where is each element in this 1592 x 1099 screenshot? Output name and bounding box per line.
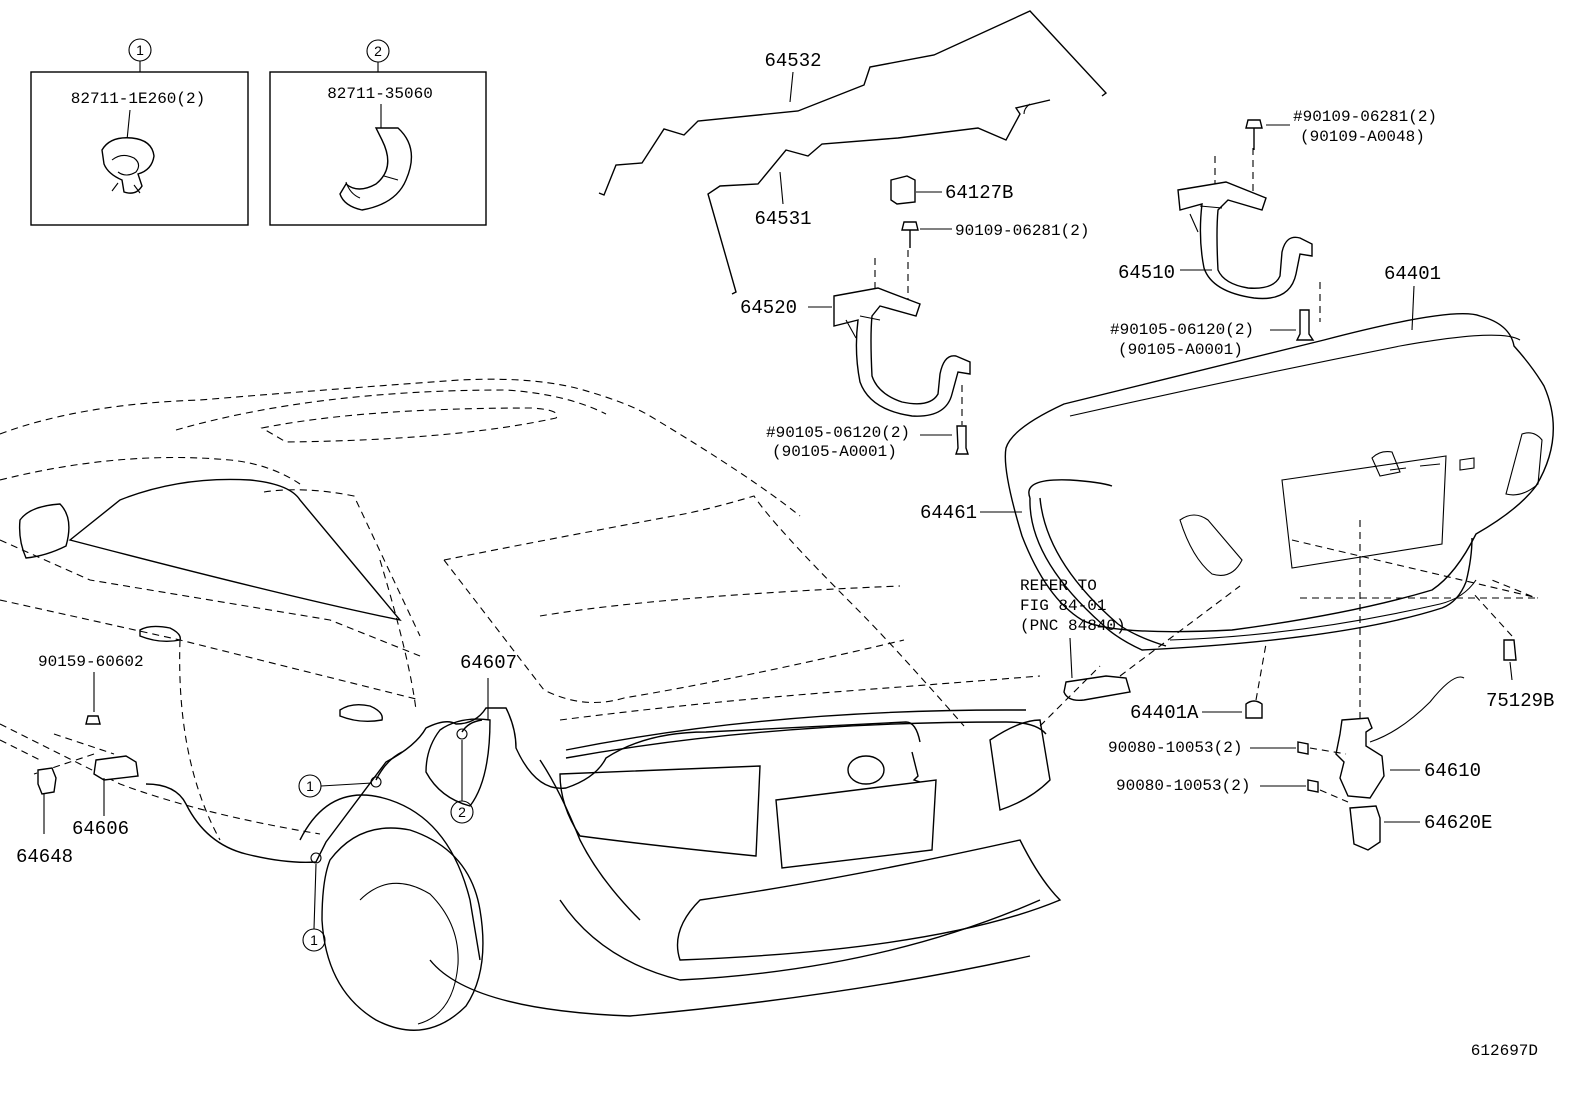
cushion-icon <box>1245 700 1263 719</box>
refer-line-3: (PNC 84840) <box>1020 617 1126 635</box>
hinge-64510: #90109-06281(2) (90109-A0048) 64510 #901… <box>1110 108 1437 359</box>
label-64607: 64607 <box>460 652 517 674</box>
label-64401A: 64401A <box>1130 702 1199 724</box>
rear-wheel <box>321 827 484 1031</box>
bolt-icon-90105-right <box>1295 309 1315 341</box>
rear-door-handle <box>339 703 383 723</box>
lock-assembly: 64610 64620E 90080-10053(2) 90080-10053(… <box>1108 520 1492 851</box>
label-64520: 64520 <box>740 297 797 319</box>
label-90109-06281: 90109-06281(2) <box>955 222 1089 240</box>
label-90109-06281-right: #90109-06281(2) <box>1293 108 1437 126</box>
label-90105-A0001-right: (90105-A0001) <box>1118 341 1243 359</box>
label-64648: 64648 <box>16 846 73 868</box>
label-90159-60602: 90159-60602 <box>38 653 144 671</box>
striker-icon-64620E <box>1349 805 1381 851</box>
callout-number-1: 1 <box>136 42 144 58</box>
label-64606: 64606 <box>72 818 129 840</box>
clip-icon-1 <box>101 137 155 194</box>
fuel-door <box>425 718 491 807</box>
bolt-icon <box>901 221 919 231</box>
stopper-icon <box>890 175 916 205</box>
cable-64607 <box>145 707 921 863</box>
bolt-90109-left: 90109-06281(2) <box>874 221 1089 300</box>
lock-icon-64610 <box>1335 717 1385 799</box>
refer-line-2: FIG 84-01 <box>1020 597 1106 615</box>
label-90105-06120-right: #90105-06120(2) <box>1110 321 1254 339</box>
plug-icon <box>1503 639 1517 661</box>
cable-64532 <box>598 10 1108 196</box>
side-mirror <box>18 503 70 559</box>
right-tail-light <box>989 719 1051 811</box>
label-90080-10053-b: 90080-10053(2) <box>1116 777 1250 795</box>
release-cables: 64532 64531 <box>598 10 1108 295</box>
bumpers: 64401A 75129B <box>1130 539 1554 724</box>
cable-64531 <box>707 99 1051 295</box>
label-64127B: 64127B <box>945 182 1013 204</box>
clip-box-1: 1 82711-1E260(2) <box>30 38 249 226</box>
clip-icon-2 <box>339 127 413 211</box>
label-75129B: 75129B <box>1486 690 1554 712</box>
refer-line-1: REFER TO <box>1020 577 1097 595</box>
callout-number-1-a: 1 <box>306 778 314 794</box>
car-body <box>0 378 1062 1031</box>
part-number-82711-1E260: 82711-1E260(2) <box>71 90 205 108</box>
label-90080-10053-a: 90080-10053(2) <box>1108 739 1242 757</box>
license-plate-area <box>775 779 937 869</box>
part-number-82711-35060: 82711-35060 <box>327 85 433 103</box>
front-door-handle <box>139 625 181 643</box>
label-90105-06120-left: #90105-06120(2) <box>766 424 910 442</box>
bolt-icon-90105-left <box>955 425 969 455</box>
opener-cable-assembly: 64607 1 2 1 64606 90159-60602 64648 <box>16 652 921 952</box>
handle-icon <box>1063 675 1131 702</box>
callout-number-2: 2 <box>374 43 382 59</box>
rear-emblem <box>847 755 885 785</box>
lever-icon-64606 <box>93 755 139 781</box>
label-64610: 64610 <box>1424 760 1481 782</box>
clip-frame-1 <box>30 71 249 226</box>
label-90105-A0001-left: (90105-A0001) <box>772 443 897 461</box>
hinge-64520: 64520 #90105-06120(2) (90105-A0001) <box>740 287 971 461</box>
clip-icon-64648 <box>37 767 57 795</box>
label-90109-A0048: (90109-A0048) <box>1300 128 1425 146</box>
trunk-lid-outline <box>1004 313 1554 633</box>
clip-box-2: 2 82711-35060 <box>269 39 487 226</box>
weatherstrip-64461: 64461 <box>920 479 1473 651</box>
left-tail-light <box>559 765 761 857</box>
diagram-id: 612697D <box>1471 1042 1538 1060</box>
label-64510: 64510 <box>1118 262 1175 284</box>
label-64531: 64531 <box>754 208 811 230</box>
refer-note: REFER TO FIG 84-01 (PNC 84840) <box>1020 577 1241 727</box>
clip-frame-2 <box>269 71 487 226</box>
bolt-icon-90080-a <box>1297 741 1309 755</box>
label-64461: 64461 <box>920 502 977 524</box>
bolt-icon-90080-b <box>1307 779 1319 793</box>
label-64401: 64401 <box>1384 263 1441 285</box>
callout-number-1-b: 1 <box>310 932 318 948</box>
part-64127B: 64127B <box>890 175 1013 205</box>
bolt-icon-90159 <box>85 715 101 725</box>
hinge-icon-64510 <box>1177 181 1313 300</box>
hinge-icon-64520 <box>833 287 971 417</box>
label-64532: 64532 <box>764 50 821 72</box>
bolt-icon-90109-right <box>1245 119 1263 129</box>
callout-number-2-a: 2 <box>458 804 466 820</box>
trunk-lid-64401: 64401 <box>1004 263 1554 641</box>
label-64620E: 64620E <box>1424 812 1492 834</box>
